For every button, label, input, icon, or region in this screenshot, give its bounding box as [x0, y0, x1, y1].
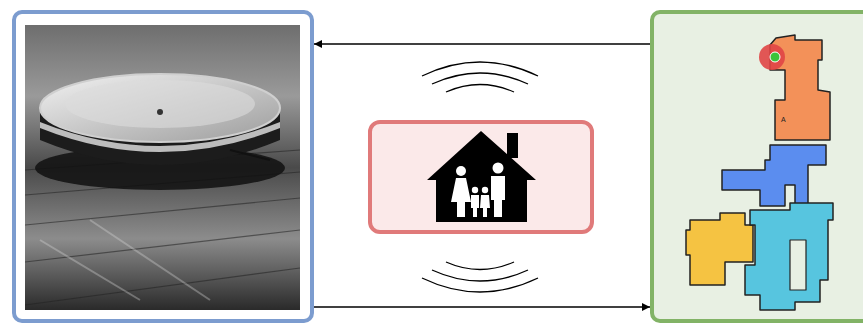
robot-position-halo — [759, 44, 785, 70]
floor-map — [686, 35, 833, 310]
family-house-icon — [427, 131, 536, 222]
photo-panel — [12, 10, 314, 323]
arrow-connector — [314, 43, 650, 45]
wireless-symbol — [422, 62, 538, 292]
robot-position-dot — [770, 52, 780, 62]
robot-photo — [25, 25, 300, 310]
arrow-connector — [314, 306, 650, 308]
home-box — [368, 120, 594, 234]
map-marker-letter: A — [781, 116, 786, 123]
map-panel — [650, 10, 863, 323]
